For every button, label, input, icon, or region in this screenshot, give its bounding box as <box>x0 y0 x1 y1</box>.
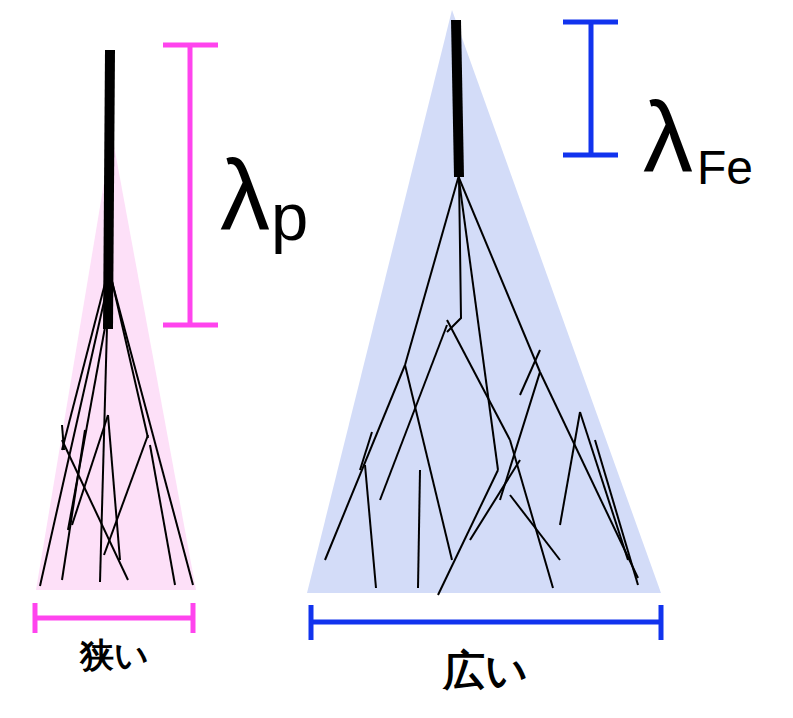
primary-proton-track <box>108 50 110 329</box>
interaction-length-symbol: λ <box>643 87 693 187</box>
shower-tracks <box>325 175 638 595</box>
subscript-label: p <box>271 183 308 250</box>
width-bracket <box>311 605 661 640</box>
label-holder: λ <box>643 87 693 187</box>
label-holder: 狭い <box>54 638 174 672</box>
wide-shower-cone <box>307 10 661 593</box>
length-bracket <box>563 22 618 155</box>
label-holder: p <box>271 183 308 250</box>
width-label: 狭い <box>54 638 174 672</box>
primary-iron-track <box>456 20 459 177</box>
width-bracket <box>35 603 193 633</box>
length-bracket <box>163 45 218 325</box>
shower-tracks <box>40 268 193 586</box>
narrow-shower-cone <box>36 135 196 590</box>
label-holder: λ <box>220 145 270 245</box>
label-holder: Fe <box>697 144 753 192</box>
interaction-length-symbol: λ <box>220 145 270 245</box>
subscript-label: Fe <box>697 144 753 192</box>
label-holder: 広い <box>415 650 555 692</box>
width-label: 広い <box>415 650 555 692</box>
